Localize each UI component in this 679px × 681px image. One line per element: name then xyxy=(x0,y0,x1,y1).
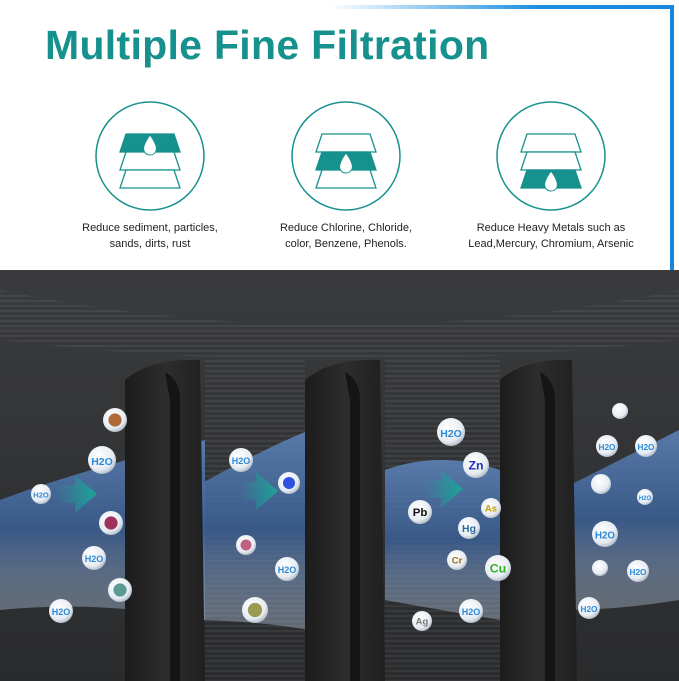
bubble-h2o: H2O xyxy=(635,435,657,457)
bubble-h2o: H2O xyxy=(82,546,106,570)
feature-text: Reduce Chlorine, Chloride, xyxy=(279,222,413,234)
bubble-zn: Zn xyxy=(463,452,489,478)
bubble-h2o: H2O xyxy=(49,599,73,623)
bubble-pb: Pb xyxy=(408,500,432,524)
particle-bubble xyxy=(108,578,132,602)
bubble-label: H2O xyxy=(52,607,71,617)
bubble-h2o: H2O xyxy=(229,448,253,472)
feature-text: color, Benzene, Phenols. xyxy=(285,238,407,250)
feature-text: Reduce sediment, particles, xyxy=(82,222,218,234)
particle-bubble xyxy=(612,403,628,419)
bubble-label: H2O xyxy=(639,496,652,502)
bubble-h2o: H2O xyxy=(31,484,51,504)
light-band xyxy=(0,290,679,360)
bubble-h2o: H2O xyxy=(275,557,299,581)
filter-slab-1 xyxy=(125,359,205,681)
feature-text: Reduce Heavy Metals such as xyxy=(476,222,626,234)
frame-top-line xyxy=(330,5,674,9)
bubble-label: Cu xyxy=(490,562,506,576)
particle-bubble xyxy=(592,560,608,576)
bubble-h2o: H2O xyxy=(637,489,653,505)
bubble-h2o: H2O xyxy=(592,521,618,547)
filter-layer-bottom-icon xyxy=(496,101,606,211)
bubble-h2o: H2O xyxy=(88,446,116,474)
bubble-label: Zn xyxy=(468,459,483,473)
page-title: Multiple Fine Filtration xyxy=(45,22,490,68)
bubble-label: H2O xyxy=(638,443,656,452)
particle-bubble xyxy=(591,474,611,494)
bubble-label: H2O xyxy=(278,565,297,575)
filter-layer-top-icon xyxy=(95,101,205,211)
feature-chlorine: Reduce Chlorine, Chloride, color, Benzene… xyxy=(236,100,456,252)
feature-text: Lead,Mercury, Chromium, Arsenic xyxy=(468,238,634,250)
filter-slab-3 xyxy=(500,359,577,681)
particle-bubble xyxy=(103,408,127,432)
bubble-h2o: H2O xyxy=(578,597,600,619)
particle-bubble xyxy=(236,535,256,555)
bubble-label: Cr xyxy=(452,556,463,567)
flow-arrow-icon xyxy=(55,475,97,513)
bubble-label: As xyxy=(485,504,497,515)
bubble-ag: Ag xyxy=(412,611,432,631)
bubble-as: As xyxy=(481,498,501,518)
bubble-label: Ag xyxy=(416,617,429,628)
bubble-hg: Hg xyxy=(458,517,480,539)
flow-arrow-icon xyxy=(425,470,463,508)
bubble-label: H2O xyxy=(232,456,251,466)
bubble-label: H2O xyxy=(33,491,49,500)
bubble-label: Hg xyxy=(462,524,476,535)
flow-arrow-icon xyxy=(240,472,278,510)
bubble-h2o: H2O xyxy=(627,560,649,582)
bubble-h2o: H2O xyxy=(437,418,465,446)
particle-bubble xyxy=(278,472,300,494)
bubble-label: H2O xyxy=(581,605,599,614)
bubble-label: H2O xyxy=(85,554,104,564)
bubble-label: H2O xyxy=(630,568,648,577)
bubble-cr: Cr xyxy=(447,550,467,570)
bubble-h2o: H2O xyxy=(596,435,618,457)
bubble-label: H2O xyxy=(440,428,462,440)
bubble-label: Pb xyxy=(413,507,428,519)
bubble-label: H2O xyxy=(599,443,617,452)
bubble-label: H2O xyxy=(462,607,481,617)
bubble-cu: Cu xyxy=(485,555,511,581)
bubble-label: H2O xyxy=(91,456,113,468)
bubble-h2o: H2O xyxy=(459,599,483,623)
bubble-label: H2O xyxy=(595,531,615,542)
filter-slab-2 xyxy=(305,359,385,681)
filter-layer-middle-icon xyxy=(291,101,401,211)
particle-bubble xyxy=(99,511,123,535)
feature-heavy-metals: Reduce Heavy Metals such as Lead,Mercury,… xyxy=(441,100,661,252)
frame-side-line xyxy=(670,5,674,270)
feature-text: sands, dirts, rust xyxy=(109,238,191,250)
feature-sediment: Reduce sediment, particles, sands, dirts,… xyxy=(40,100,260,252)
particle-bubble xyxy=(242,597,268,623)
